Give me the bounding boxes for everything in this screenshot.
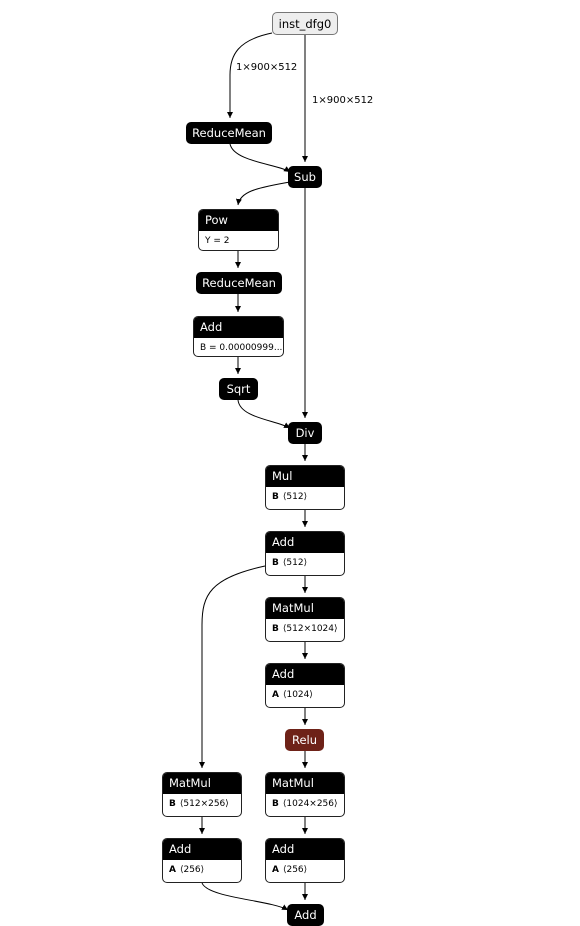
node-label: Add bbox=[266, 532, 344, 553]
node-label: ReduceMean bbox=[192, 126, 266, 140]
sub-node[interactable]: Sub bbox=[288, 166, 322, 188]
node-attribute: Y = 2 bbox=[205, 236, 230, 246]
attr-key: A bbox=[272, 865, 279, 875]
node-attribute: B⟨512×1024⟩ bbox=[266, 619, 344, 639]
reducemean2-node[interactable]: ReduceMean bbox=[196, 272, 282, 294]
add-right-node[interactable]: Add A⟨256⟩ bbox=[265, 838, 345, 883]
attr-value: ⟨256⟩ bbox=[179, 865, 205, 875]
node-label: Relu bbox=[291, 733, 318, 747]
sqrt-node[interactable]: Sqrt bbox=[219, 378, 258, 400]
attr-value: ⟨512×1024⟩ bbox=[282, 624, 338, 634]
reducemean-node[interactable]: ReduceMean bbox=[186, 122, 272, 144]
edge-add1-matmulleft bbox=[199, 565, 266, 768]
node-label: MatMul bbox=[266, 773, 344, 794]
matmul1-node[interactable]: MatMul B⟨512×1024⟩ bbox=[265, 597, 345, 642]
attr-key: B bbox=[169, 799, 176, 809]
add-final-node[interactable]: Add bbox=[287, 904, 324, 926]
node-attribute: B = 0.00000999... bbox=[200, 343, 283, 353]
node-label: MatMul bbox=[163, 773, 241, 794]
node-attribute: B⟨512×256⟩ bbox=[163, 794, 241, 814]
div-node[interactable]: Div bbox=[288, 422, 322, 444]
node-label: Add bbox=[194, 317, 283, 338]
edge-addleft-addfinal bbox=[201, 882, 289, 911]
attr-key: B bbox=[272, 624, 279, 634]
node-label: Sub bbox=[294, 170, 316, 184]
attr-value: ⟨512⟩ bbox=[282, 492, 308, 502]
edge-sqrt-div bbox=[237, 399, 291, 429]
edge-reducemean-sub bbox=[229, 143, 291, 173]
node-label: Mul bbox=[266, 466, 344, 487]
node-label: ReduceMean bbox=[202, 276, 276, 290]
add1-node[interactable]: Add B⟨512⟩ bbox=[265, 531, 345, 576]
node-attribute: A⟨1024⟩ bbox=[266, 685, 344, 705]
add-left-node[interactable]: Add A⟨256⟩ bbox=[162, 838, 242, 883]
attr-value: ⟨1024×256⟩ bbox=[282, 799, 338, 809]
node-label: Add bbox=[266, 839, 344, 860]
node-attribute: A⟨256⟩ bbox=[163, 860, 241, 880]
add-epsilon-node[interactable]: Add B = 0.00000999... bbox=[193, 316, 284, 357]
node-label: Div bbox=[295, 426, 315, 440]
edge-input-reducemean bbox=[227, 32, 273, 118]
node-attribute: B⟨512⟩ bbox=[266, 553, 344, 573]
attr-key: B bbox=[272, 558, 279, 568]
attr-value: ⟨512⟩ bbox=[282, 558, 308, 568]
node-label: Add bbox=[294, 908, 317, 922]
node-label: Add bbox=[266, 664, 344, 685]
input-node[interactable]: inst_dfg0 bbox=[272, 12, 338, 35]
node-label: Sqrt bbox=[226, 382, 251, 396]
node-label: MatMul bbox=[266, 598, 344, 619]
mul-node[interactable]: Mul B⟨512⟩ bbox=[265, 465, 345, 510]
attr-value: ⟨1024⟩ bbox=[282, 690, 313, 700]
node-attribute: A⟨256⟩ bbox=[266, 860, 344, 880]
attr-value: ⟨512×256⟩ bbox=[179, 799, 229, 809]
input-node-label: inst_dfg0 bbox=[278, 16, 332, 31]
edge-label-right-shape: 1×900×512 bbox=[312, 95, 374, 106]
matmul-left-node[interactable]: MatMul B⟨512×256⟩ bbox=[162, 772, 242, 817]
node-attribute: B⟨512⟩ bbox=[266, 487, 344, 507]
node-attribute: B⟨1024×256⟩ bbox=[266, 794, 344, 814]
matmul-right-node[interactable]: MatMul B⟨1024×256⟩ bbox=[265, 772, 345, 817]
node-label: Pow bbox=[199, 210, 278, 231]
attr-value: ⟨256⟩ bbox=[282, 865, 308, 875]
relu-node[interactable]: Relu bbox=[285, 729, 324, 751]
edge-label-left-shape: 1×900×512 bbox=[236, 62, 298, 73]
attr-key: B bbox=[272, 799, 279, 809]
attr-key: A bbox=[169, 865, 176, 875]
node-label: Add bbox=[163, 839, 241, 860]
attr-key: A bbox=[272, 690, 279, 700]
edge-sub-pow bbox=[235, 181, 291, 206]
pow-node[interactable]: Pow Y = 2 bbox=[198, 209, 279, 251]
attr-key: B bbox=[272, 492, 279, 502]
add2-node[interactable]: Add A⟨1024⟩ bbox=[265, 663, 345, 708]
